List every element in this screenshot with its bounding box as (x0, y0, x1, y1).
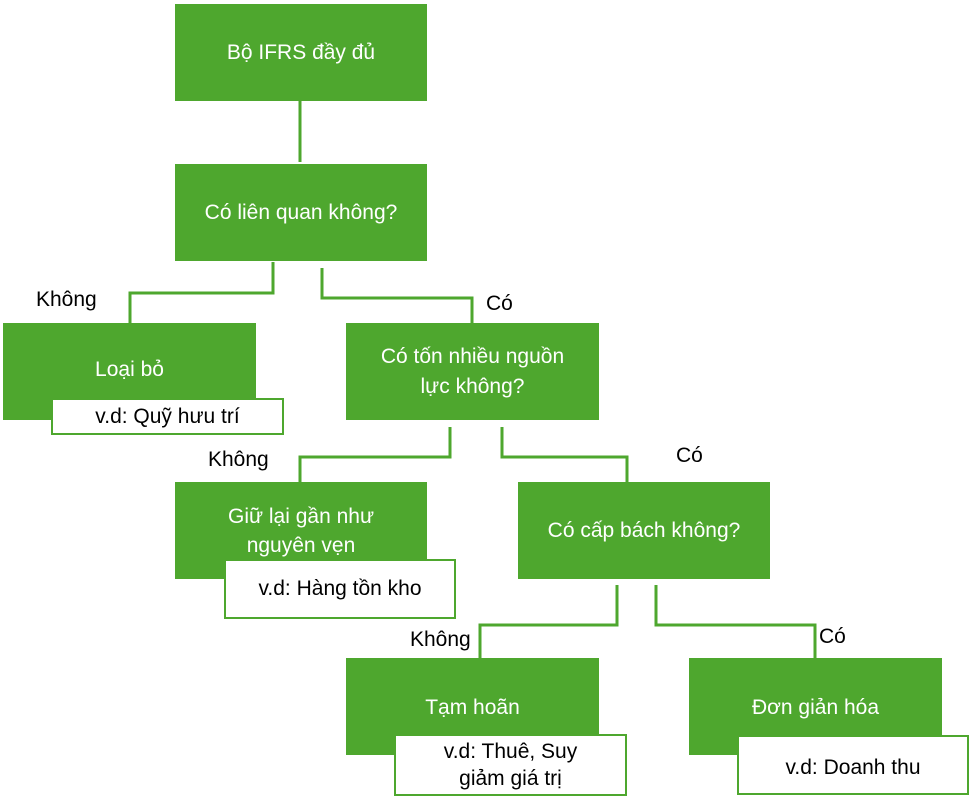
node-costly-label: Có tốn nhiều nguồn lực không? (380, 345, 565, 398)
example-defer: v.d: Thuê, Suy giảm giá trị (394, 734, 627, 796)
connector-urgent-defer (478, 585, 619, 658)
example-simplify-text: v.d: Doanh thu (785, 756, 921, 779)
edge-label-urgent-yes: Có (819, 625, 846, 648)
example-keep: v.d: Hàng tồn kho (224, 559, 456, 619)
node-urgent: Có cấp bách không? (518, 482, 770, 579)
node-simplify-label: Đơn giản hóa (751, 696, 880, 719)
node-costly: Có tốn nhiều nguồn lực không? (346, 323, 599, 420)
node-relevant: Có liên quan không? (175, 164, 427, 261)
node-remove-label: Loại bỏ (95, 357, 164, 381)
example-defer-text: v.d: Thuê, Suy giảm giá trị (443, 739, 578, 790)
example-simplify: v.d: Doanh thu (737, 735, 969, 795)
node-defer-label: Tạm hoãn (425, 696, 520, 719)
node-keep-label: Giữ lại gần như nguyên vẹn (227, 505, 375, 558)
connector-relevant-costly (320, 268, 474, 323)
connector-relevant-remove (128, 262, 275, 323)
node-root: Bộ IFRS đầy đủ (175, 4, 427, 101)
connector-urgent-simplify (654, 585, 817, 658)
node-root-label: Bộ IFRS đầy đủ (226, 40, 376, 64)
node-urgent-label: Có cấp bách không? (547, 518, 741, 542)
edge-label-costly-no: Không (208, 448, 269, 471)
node-relevant-label: Có liên quan không? (204, 200, 398, 224)
edge-label-urgent-no: Không (410, 628, 471, 651)
example-keep-text: v.d: Hàng tồn kho (258, 577, 422, 601)
edge-label-relevant-yes: Có (486, 292, 513, 315)
example-remove-text: v.d: Quỹ hưu trí (95, 404, 240, 428)
edge-label-relevant-no: Không (36, 288, 97, 311)
connector-costly-keep (298, 427, 452, 482)
edge-label-costly-yes: Có (676, 444, 703, 467)
example-remove: v.d: Quỹ hưu trí (51, 398, 284, 435)
connector-costly-urgent (500, 427, 629, 482)
